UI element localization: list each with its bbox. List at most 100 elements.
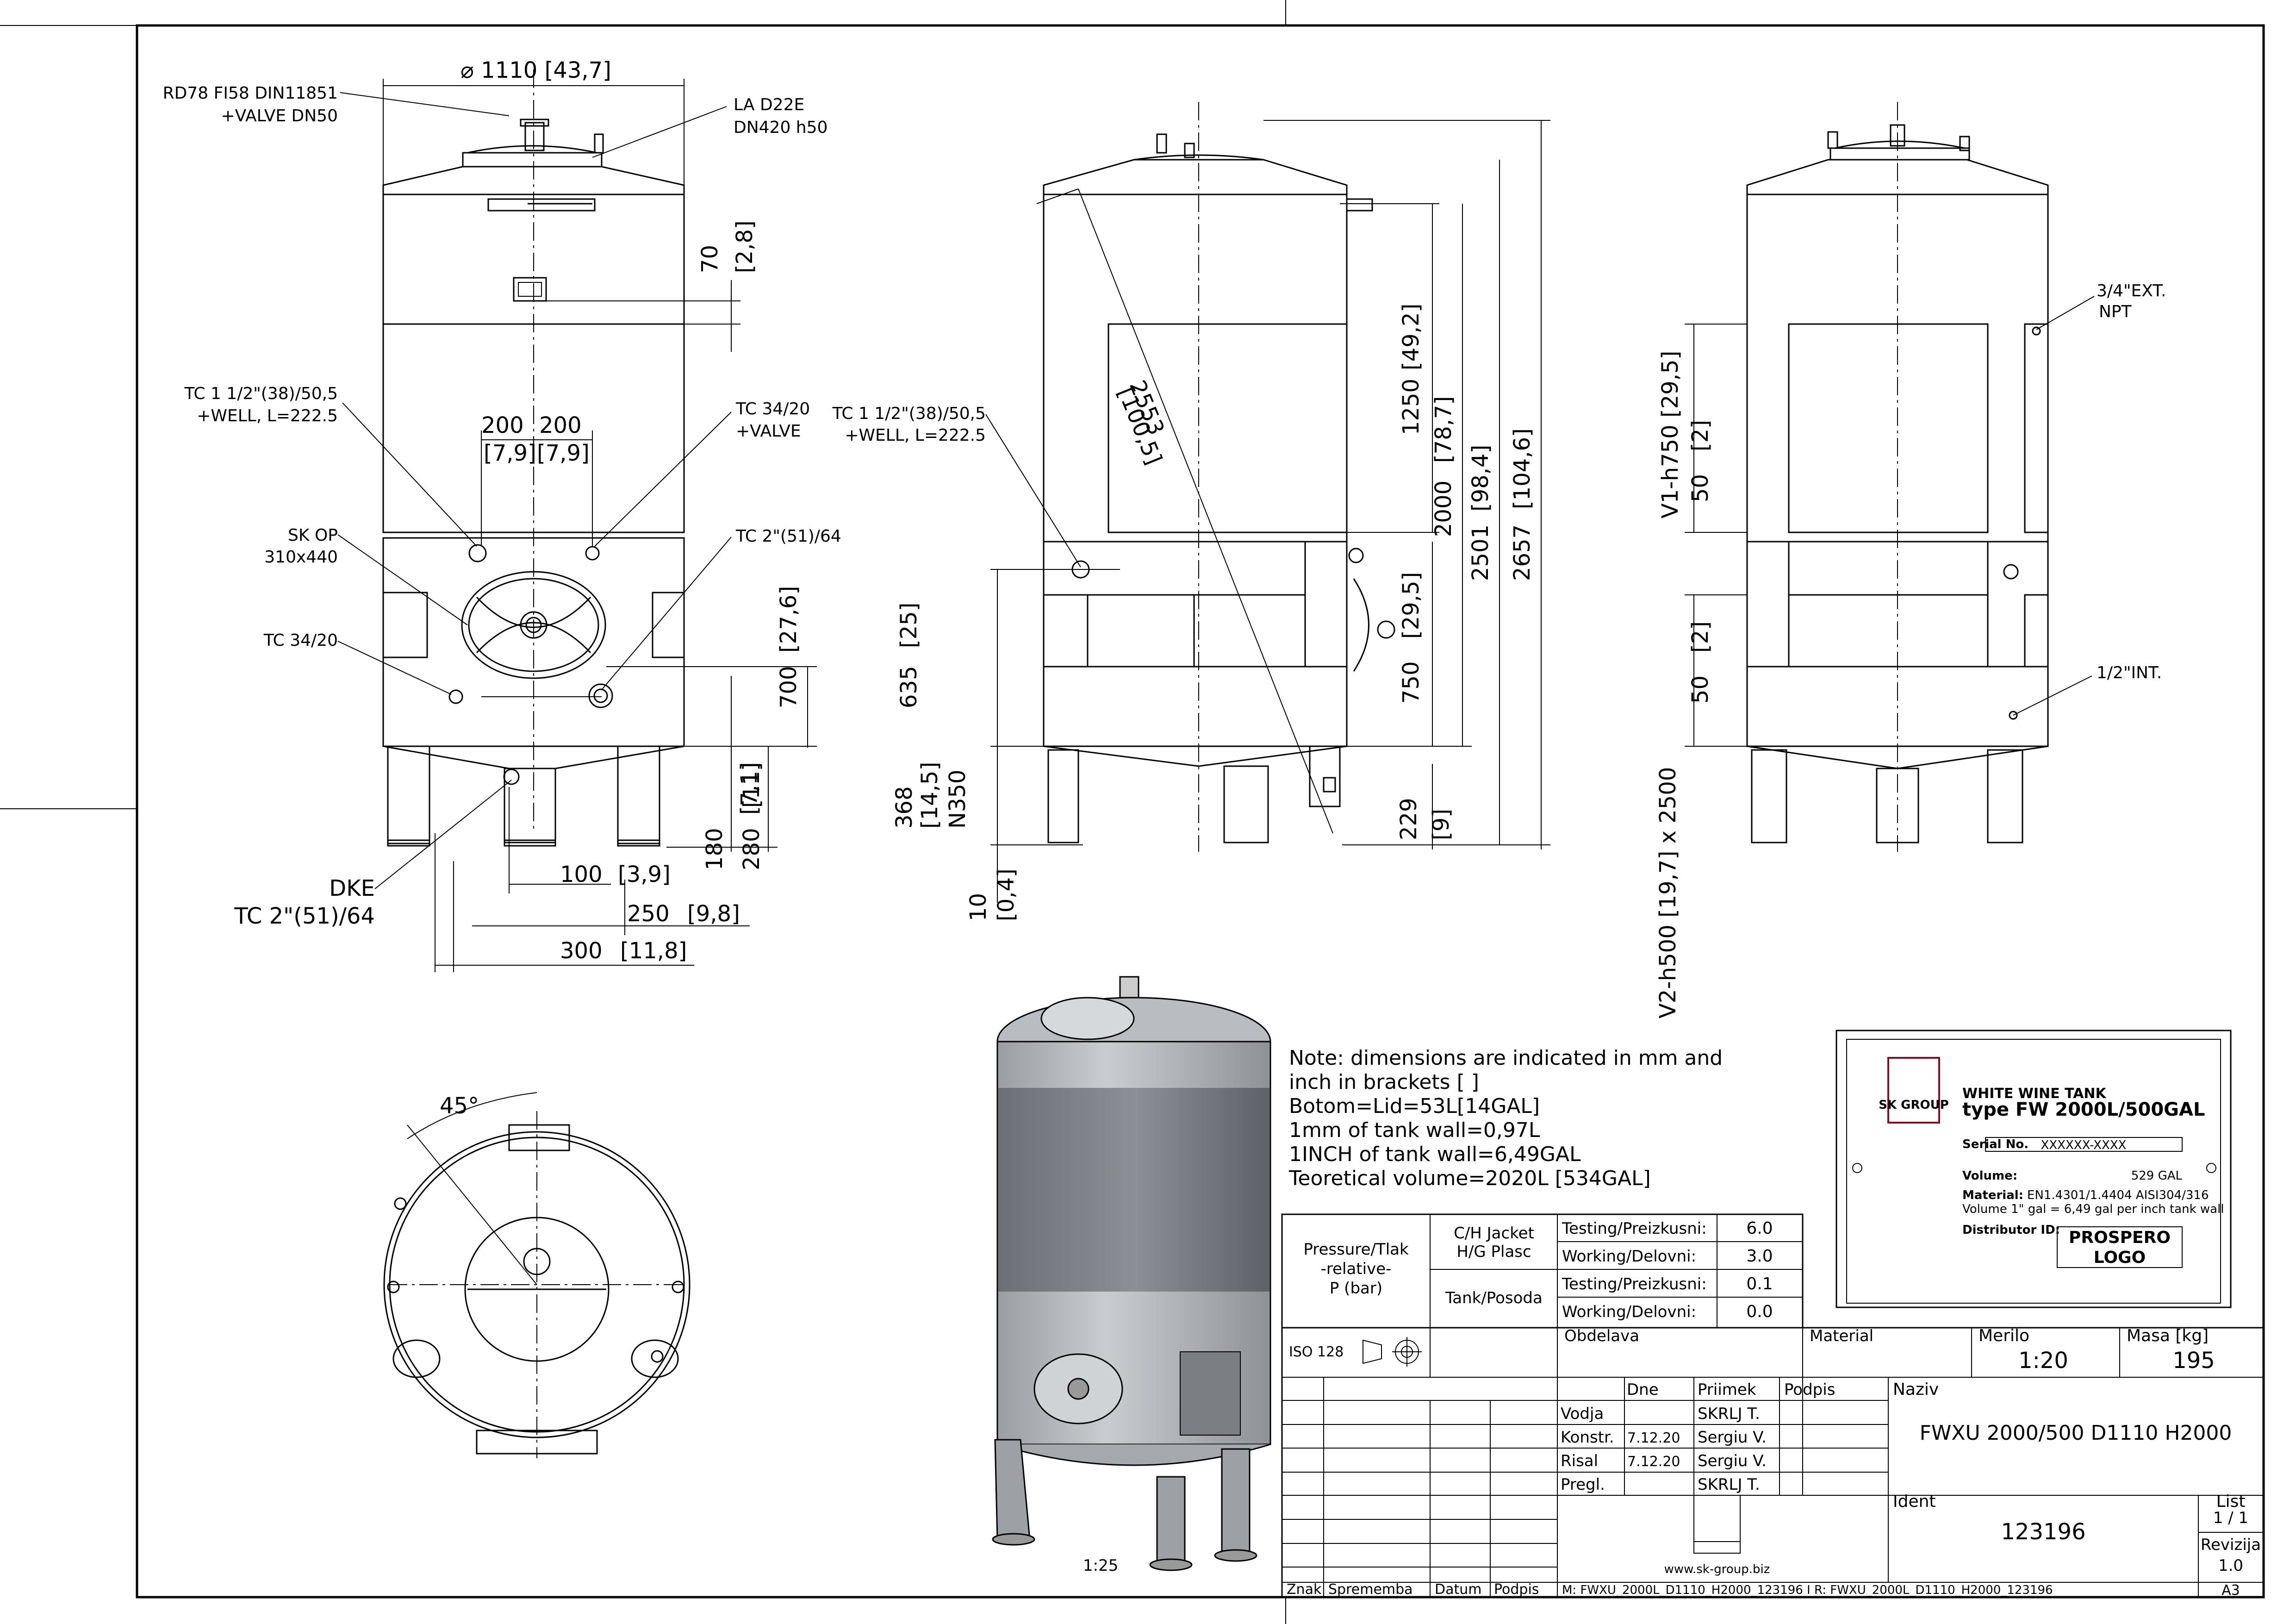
side-dim-2000: 2000 — [1431, 481, 1456, 537]
pressure-row-2-value: 3.0 — [1746, 1247, 1773, 1266]
side-dim-229-in: [9] — [1428, 809, 1454, 840]
role-3-date: 7.12.20 — [1627, 1454, 1680, 1470]
footer-znak: Znak — [1287, 1581, 1322, 1598]
nameplate-title-1: WHITE WINE TANK — [1962, 1086, 2107, 1102]
side-dim-10: 10 — [965, 893, 991, 921]
side-tc112-label-1: TC 1 1/2"(38)/50,5 — [832, 404, 986, 423]
role-3-name: Sergiu V. — [1698, 1452, 1767, 1470]
la-label-1: LA D22E — [734, 95, 804, 114]
side-dim-2000-in: [78,7] — [1431, 396, 1456, 463]
tank-label: Tank/Posoda — [1445, 1289, 1543, 1307]
footer-podpis: Podpis — [1494, 1581, 1539, 1598]
pressure-row-4-value: 0.0 — [1746, 1302, 1773, 1321]
pressure-label-2: -relative- — [1321, 1260, 1392, 1278]
side-dim-635-in: [25] — [896, 602, 922, 648]
side-dim-2657: 2657 — [1509, 525, 1535, 581]
front-dim-200b: 200 — [539, 412, 582, 438]
website: www.sk-group.biz — [1664, 1562, 1770, 1576]
merilo-value: 1:20 — [2018, 1348, 2068, 1374]
footer-datum: Datum — [1435, 1581, 1481, 1598]
role-4: Pregl. — [1561, 1475, 1605, 1494]
nameplate-drawing — [1836, 1030, 2232, 1308]
masa-value: 195 — [2172, 1348, 2215, 1374]
back-dim-50b: 50 — [1687, 675, 1713, 704]
merilo-label: Merilo — [1979, 1326, 2029, 1345]
material-label: Material — [1810, 1327, 1873, 1345]
side-dim-635: 635 — [896, 666, 922, 708]
front-dim-300: 300 — [560, 938, 603, 964]
tc112-label-1: TC 1 1/2"(38)/50,5 — [184, 384, 338, 403]
nameplate-logo: SK GROUP — [1879, 1098, 1949, 1112]
tc112-label-2: +WELL, L=222.5 — [197, 406, 338, 425]
front-dim-70-in: [2,8] — [732, 220, 758, 273]
tc2-top-label: TC 2"(51)/64 — [735, 527, 841, 546]
front-dim-700-in: [27,6] — [776, 586, 802, 653]
front-dim-700: 700 — [776, 666, 802, 708]
front-dim-79b: [7,9] — [537, 440, 590, 466]
iso-label: ISO 128 — [1289, 1344, 1344, 1360]
ext-label-2: NPT — [2099, 302, 2132, 321]
revizija-value: 1.0 — [2218, 1556, 2243, 1575]
nameplate-distributor-2: LOGO — [2094, 1248, 2146, 1267]
back-dim-50b-in: [2] — [1687, 621, 1713, 653]
role-2-date: 7.12.20 — [1627, 1430, 1680, 1446]
revizija-label: Revizija — [2201, 1536, 2261, 1554]
nameplate-serial-label: Serial No. — [1962, 1137, 2028, 1151]
ident-label: Ident — [1893, 1492, 1936, 1511]
side-dims — [985, 120, 1550, 903]
nameplate-serial-value: XXXXXX-XXXX — [2041, 1138, 2127, 1152]
pressure-row-1-label: Testing/Preizkusni: — [1562, 1219, 1707, 1238]
pressure-table: Pressure/Tlak -relative- P (bar) C/H Jac… — [1303, 1219, 1773, 1321]
side-dim-1250-in: [49,2] — [1398, 304, 1424, 370]
side-tc112-label-2: +WELL, L=222.5 — [845, 426, 986, 445]
front-dim-200a: 200 — [481, 412, 524, 438]
side-dim-1250: 1250 — [1398, 379, 1424, 435]
side-dim-368-in: [14,5] — [917, 762, 943, 829]
note-line-2: inch in brackets [ ] — [1289, 1070, 1479, 1094]
list-label: List — [2216, 1492, 2246, 1511]
role-1-name: SKRLJ T. — [1698, 1405, 1760, 1423]
note-line-1: Note: dimensions are indicated in mm and — [1289, 1046, 1723, 1070]
side-dim-n350: N350 — [945, 769, 971, 829]
format-label: A3 — [2221, 1582, 2240, 1599]
back-dim-50a: 50 — [1687, 474, 1713, 502]
front-dim-100-in: [3,9] — [618, 862, 671, 887]
side-dim-2501-in: [98,4] — [1468, 445, 1493, 512]
side-labels: TC 1 1/2"(38)/50,5 +WELL, L=222.5 — [832, 404, 986, 445]
obdelava-label: Obdelava — [1564, 1327, 1639, 1345]
int-label: 1/2"INT. — [2097, 663, 2162, 682]
front-dim-180-in: [7,1] — [736, 762, 762, 815]
front-dim-texts: ⌀ 1110 [43,7] 70 [2,8] 200 200 [7,9] [7,… — [460, 57, 802, 964]
side-dim-750: 750 — [1398, 661, 1424, 704]
side-dim-229: 229 — [1396, 798, 1422, 840]
front-dim-250: 250 — [627, 901, 670, 927]
note-line-3: Botom=Lid=53L[14GAL] — [1289, 1094, 1540, 1118]
la-label-2: DN420 h50 — [734, 118, 828, 137]
nameplate-volume-note: Volume 1" gal = 6,49 gal per inch tank w… — [1962, 1202, 2224, 1216]
pressure-row-3-value: 0.1 — [1746, 1274, 1773, 1293]
ext-label-1: 3/4"EXT. — [2097, 281, 2166, 300]
side-dim-10-in: [0,4] — [993, 868, 1019, 921]
front-dim-280-in: [11] — [739, 762, 765, 808]
pressure-label-1: Pressure/Tlak — [1303, 1240, 1409, 1259]
side-view — [1036, 102, 1395, 852]
tc3420-label: TC 34/20 — [263, 631, 338, 650]
front-diameter-dim: ⌀ 1110 [43,7] — [460, 57, 611, 83]
rd78-label-1: RD78 FI58 DIN11851 — [163, 84, 338, 103]
header-priimek: Priimek — [1698, 1380, 1756, 1399]
side-dim-2501: 2501 — [1468, 525, 1493, 581]
notes-block: Note: dimensions are indicated in mm and… — [1288, 1046, 1723, 1190]
pressure-row-4-label: Working/Delovni: — [1562, 1303, 1696, 1321]
side-dim-2657-in: [104,6] — [1509, 428, 1535, 509]
iso-view — [992, 976, 1271, 1571]
side-dim-368: 368 — [891, 786, 917, 829]
back-v2-dim: V2-h500 [19,7] x 2500 — [1655, 767, 1681, 1018]
nameplate-volume-value: 529 GAL — [2131, 1169, 2183, 1183]
footer-sprememba: Sprememba — [1328, 1581, 1413, 1598]
skop-label-1: SK OP — [288, 526, 338, 545]
role-2-name: Sergiu V. — [1698, 1428, 1767, 1447]
header-podpis: Podpis — [1784, 1380, 1835, 1399]
pressure-row-3-label: Testing/Preizkusni: — [1562, 1275, 1707, 1293]
